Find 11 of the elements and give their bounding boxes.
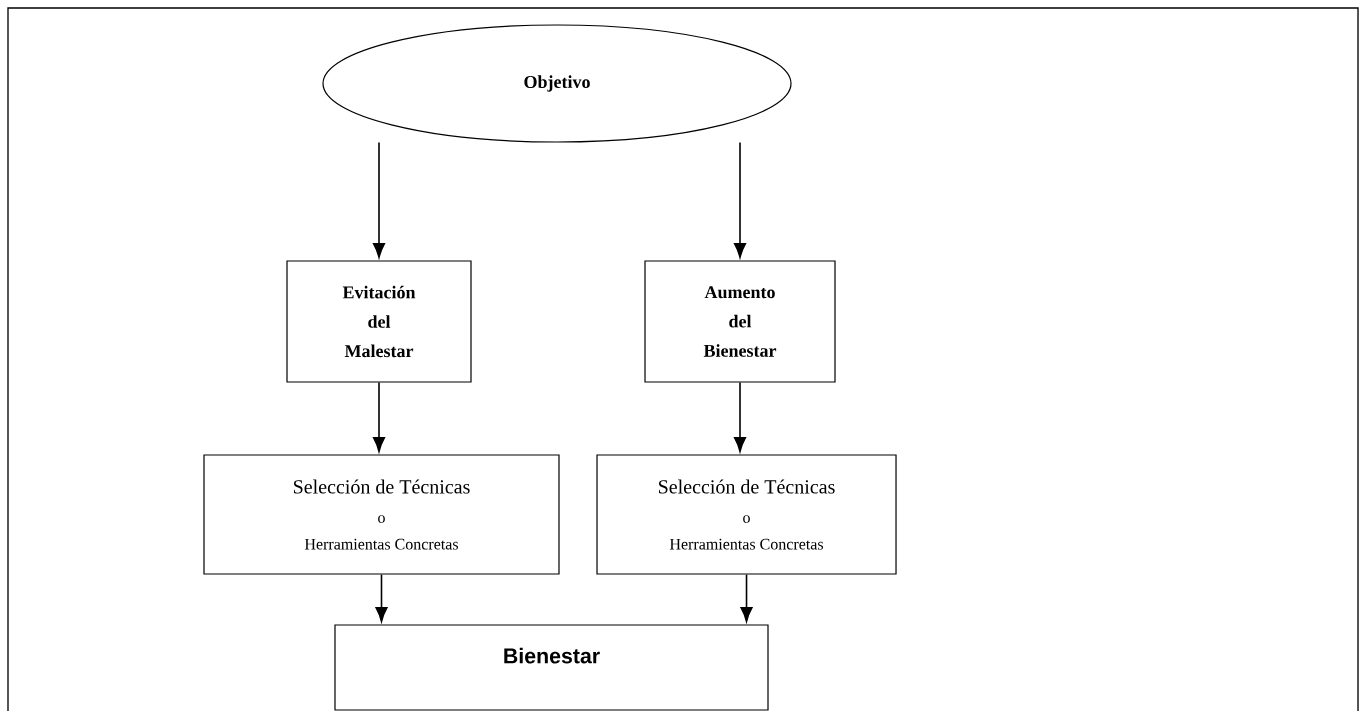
arrow <box>740 573 753 622</box>
arrow <box>372 381 386 452</box>
arrow <box>375 573 388 622</box>
arrow <box>733 381 747 452</box>
process-box: Evitación del Malestar <box>286 260 472 383</box>
process-box: Aumento del Bienestar <box>644 260 836 383</box>
result-box: Bienestar <box>334 624 769 711</box>
process-box: Selección de Técnicas o Herramientas Concretas <box>596 454 897 575</box>
arrow <box>372 141 386 258</box>
arrow <box>733 141 747 258</box>
process-box: Selección de Técnicas o Herramientas Concretas <box>203 454 560 575</box>
